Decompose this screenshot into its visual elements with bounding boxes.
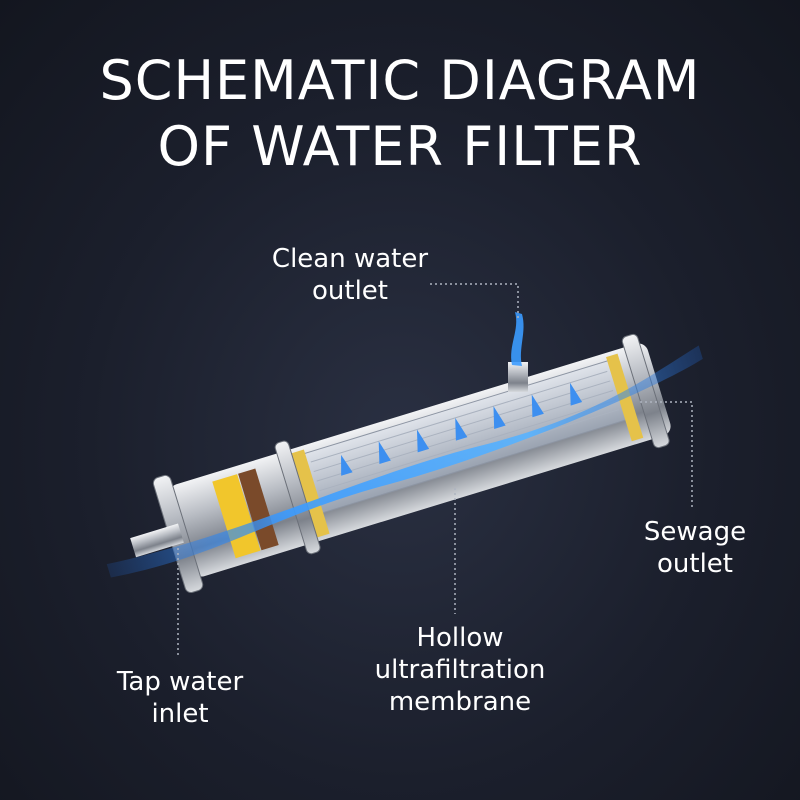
label-sewage-outlet: Sewage outlet	[620, 516, 770, 580]
label-tap-line-2: inlet	[151, 699, 209, 729]
leader-sewage	[640, 401, 693, 510]
pre-filter-sponge	[212, 474, 261, 559]
clean-water-jet	[511, 312, 524, 366]
label-hollow-line-1: Hollow	[416, 623, 504, 653]
flow-arrows	[341, 382, 583, 476]
label-sewage-line-1: Sewage	[643, 517, 747, 547]
label-hollow-line-2: ultrafiltration	[374, 655, 546, 685]
leader-lines	[177, 283, 693, 658]
membrane-cap-left	[290, 449, 330, 538]
clean-outlet-spout	[508, 362, 528, 392]
inlet-pipe	[130, 523, 184, 558]
label-tap-line-1: Tap water	[116, 667, 244, 697]
label-hollow-line-3: membrane	[388, 687, 532, 717]
water-stream	[106, 345, 703, 578]
title-line-1: SCHEMATIC DIAGRAM	[99, 49, 701, 112]
flange-right	[621, 333, 670, 449]
pre-filter-carbon	[238, 468, 279, 551]
leader-clean	[430, 283, 519, 320]
filter-body	[106, 333, 703, 593]
label-sewage-line-2: outlet	[657, 549, 733, 579]
label-clean-water-outlet: Clean water outlet	[250, 243, 450, 307]
label-tap-water-inlet: Tap water inlet	[90, 666, 270, 730]
label-clean-line-1: Clean water	[271, 244, 429, 274]
label-hollow-membrane: Hollow ultrafiltration membrane	[340, 622, 580, 718]
title-line-2: OF WATER FILTER	[157, 115, 643, 178]
diagram-title: SCHEMATIC DIAGRAM OF WATER FILTER	[0, 48, 800, 180]
flange-mid	[274, 440, 321, 555]
label-clean-line-2: outlet	[312, 276, 388, 306]
